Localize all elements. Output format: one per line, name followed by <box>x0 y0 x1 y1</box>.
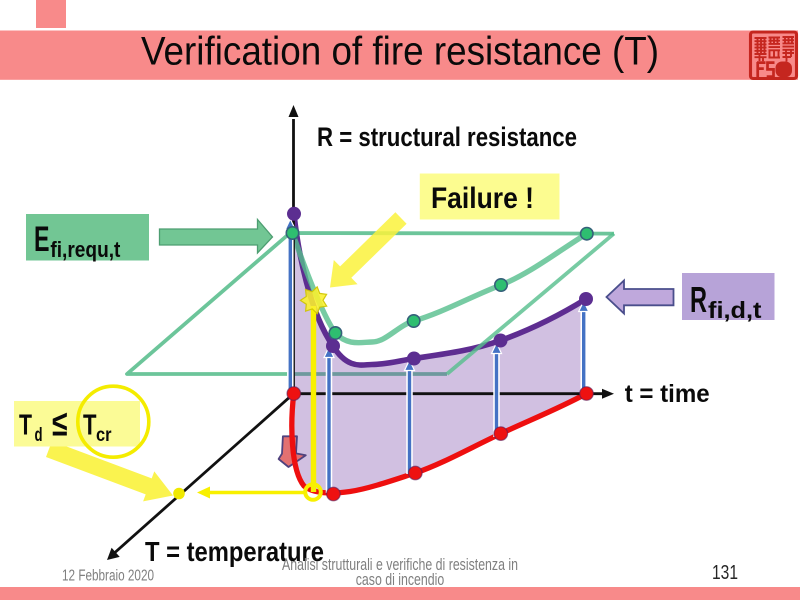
svg-text:fi,requ,t: fi,requ,t <box>50 237 121 262</box>
svg-text:caso di incendio: caso di incendio <box>356 570 445 589</box>
svg-text:fi,d,t: fi,d,t <box>708 297 762 323</box>
svg-text:cr: cr <box>96 425 112 446</box>
svg-text:R: R <box>690 279 707 320</box>
svg-text:R = structural resistance: R = structural resistance <box>317 122 577 152</box>
svg-text:T = temperature: T = temperature <box>145 536 324 567</box>
svg-text:d: d <box>35 425 43 446</box>
svg-text:t = time: t = time <box>625 380 710 408</box>
svg-text:Analisi strutturali e verifich: Analisi strutturali e verifiche di resis… <box>282 555 518 574</box>
svg-text:T: T <box>19 410 32 442</box>
svg-text:Verification of fire resistanc: Verification of fire resistance (T) <box>141 30 659 74</box>
svg-text:Failure !: Failure ! <box>431 182 534 215</box>
svg-text:12 Febbraio 2020: 12 Febbraio 2020 <box>62 568 154 585</box>
svg-text:≤: ≤ <box>52 403 68 444</box>
svg-text:E: E <box>34 220 50 259</box>
svg-text:131: 131 <box>712 561 738 584</box>
svg-text:T: T <box>83 410 97 442</box>
